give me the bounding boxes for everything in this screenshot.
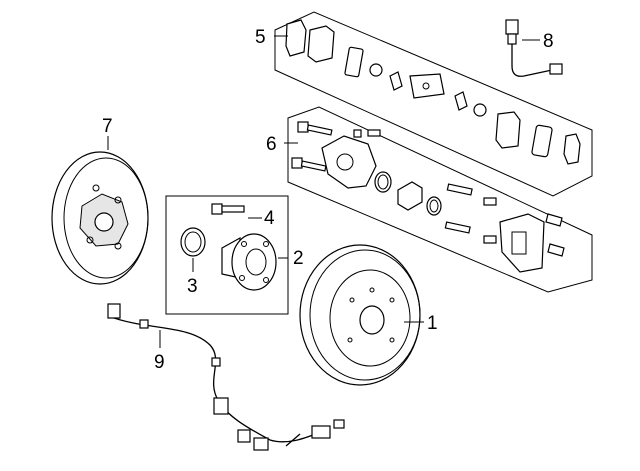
- callout-9: 9: [154, 352, 165, 373]
- callout-1: 1: [427, 313, 438, 334]
- callout-6: 6: [266, 134, 277, 155]
- callout-3: 3: [187, 276, 198, 297]
- hub-assembly-box: [165, 195, 289, 315]
- brake-hose: [505, 19, 563, 77]
- callout-7: 7: [102, 116, 113, 137]
- pad-kit-panel: [274, 11, 593, 197]
- caliper-kit-panel: [287, 106, 593, 293]
- leader-lines: [107, 35, 540, 348]
- caliper-kit-parts: [291, 121, 565, 273]
- caliper-bolt-upper: [297, 121, 333, 136]
- pad-kit-parts: [285, 19, 581, 165]
- wheel-hub: [221, 233, 277, 291]
- o-ring: [180, 227, 206, 257]
- callout-5: 5: [255, 27, 266, 48]
- callout-4: 4: [264, 208, 275, 229]
- callout-2: 2: [293, 248, 304, 269]
- callout-8: 8: [543, 31, 554, 52]
- abs-sensor-harness: [107, 303, 345, 451]
- backing-plate: [51, 151, 149, 285]
- brake-rotor: [299, 244, 421, 386]
- caliper-bolt-lower: [291, 157, 327, 172]
- hub-bolt: [211, 203, 245, 215]
